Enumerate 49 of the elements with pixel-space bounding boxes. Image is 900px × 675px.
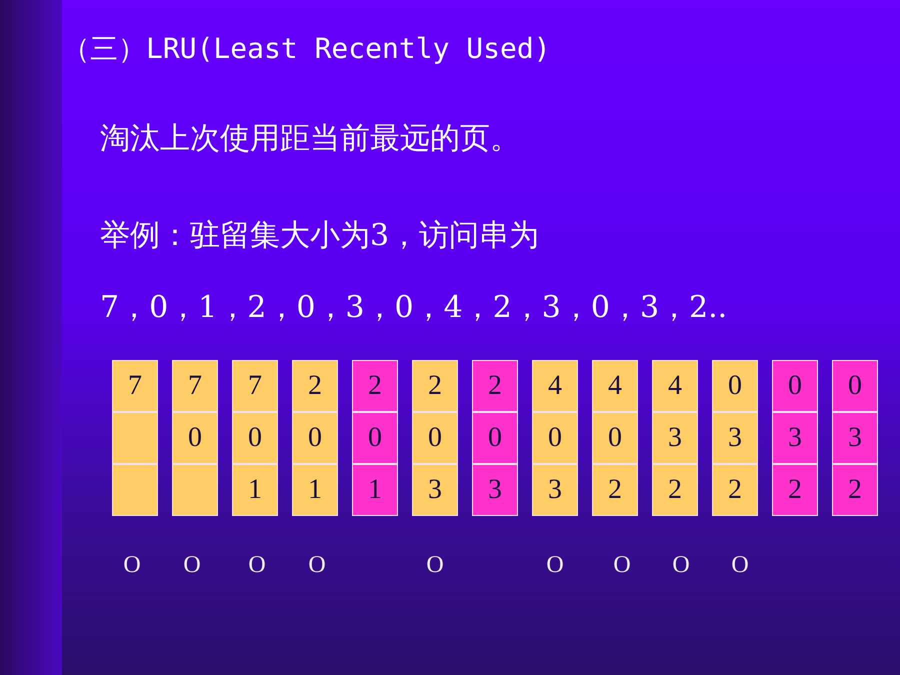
frame-cell: 0 <box>592 412 638 464</box>
frame-cell: 7 <box>232 360 278 412</box>
frame-cell: 0 <box>832 360 878 412</box>
frame-cell: 2 <box>412 360 458 412</box>
frame-cell: 0 <box>352 412 398 464</box>
frame-cell: 4 <box>532 360 578 412</box>
frame-cell: 2 <box>472 360 518 412</box>
frame-cell: 7 <box>172 360 218 412</box>
slide-title: （三）LRU(Least Recently Used) <box>62 31 551 67</box>
frame-cell: 1 <box>292 464 338 516</box>
frame-cell: 2 <box>352 360 398 412</box>
frame-cell: 7 <box>112 360 158 412</box>
frame-cell: 2 <box>592 464 638 516</box>
frame-cell: 2 <box>772 464 818 516</box>
frame-cell: 2 <box>832 464 878 516</box>
page-fault-mark: O <box>123 552 141 579</box>
frame-cell: 0 <box>172 412 218 464</box>
frame-cell: 2 <box>292 360 338 412</box>
frame-cell: 1 <box>232 464 278 516</box>
frame-cell: 3 <box>772 412 818 464</box>
text-line: 7，0，1，2，0，3，0，4，2，3，0，3，2.. <box>100 289 728 327</box>
frame-cell: 0 <box>712 360 758 412</box>
frame-cell: 3 <box>652 412 698 464</box>
frame-cell: 0 <box>412 412 458 464</box>
frame-cell: 3 <box>712 412 758 464</box>
frame-cell: 0 <box>472 412 518 464</box>
frame-cell: 0 <box>532 412 578 464</box>
text-line: 淘汰上次使用距当前最远的页。 <box>100 120 520 158</box>
frame-cell: 3 <box>832 412 878 464</box>
frame-cell: 0 <box>292 412 338 464</box>
page-fault-mark: O <box>183 552 201 579</box>
frame-cell: 0 <box>772 360 818 412</box>
frame-cell: 4 <box>592 360 638 412</box>
frame-cell: 0 <box>232 412 278 464</box>
frame-cell: 3 <box>472 464 518 516</box>
page-fault-mark: O <box>613 552 631 579</box>
page-fault-mark: O <box>426 552 444 579</box>
page-fault-mark: O <box>308 552 326 579</box>
frame-cell: 4 <box>652 360 698 412</box>
frame-cell: 3 <box>532 464 578 516</box>
page-fault-mark: O <box>248 552 266 579</box>
page-fault-mark: O <box>672 552 690 579</box>
page-fault-mark: O <box>546 552 564 579</box>
text-line: 举例：驻留集大小为3，访问串为 <box>100 217 540 255</box>
page-fault-mark: O <box>731 552 749 579</box>
frame-cell: 2 <box>712 464 758 516</box>
frame-cell: 3 <box>412 464 458 516</box>
frame-cell: 1 <box>352 464 398 516</box>
frame-cell: 2 <box>652 464 698 516</box>
